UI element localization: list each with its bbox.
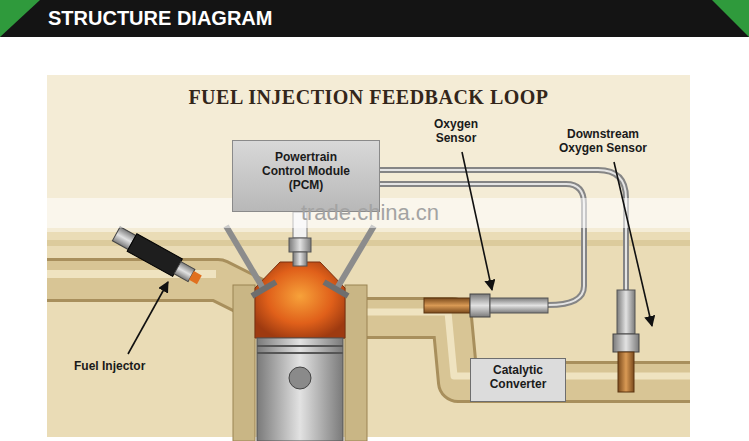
converter-box: Catalytic Converter — [470, 358, 566, 402]
piston-pin — [289, 367, 311, 389]
injector-body — [127, 234, 182, 277]
intake-outline — [47, 280, 258, 300]
header-title: STRUCTURE DIAGRAM — [48, 7, 368, 30]
valve-head — [252, 282, 276, 296]
intake-port — [47, 280, 258, 300]
combustion-chamber — [255, 262, 345, 338]
sensor-body — [617, 290, 635, 334]
exhaust-valve — [336, 226, 374, 290]
sensor-hex — [470, 294, 490, 317]
diagram-title: FUEL INJECTION FEEDBACK LOOP — [47, 86, 690, 109]
header-corner — [0, 0, 40, 37]
fuel-injector-symbol — [111, 225, 204, 289]
leader-line — [614, 162, 652, 326]
header-bar — [0, 0, 749, 37]
piston-ring — [257, 352, 343, 354]
cylinder-wall — [233, 285, 255, 441]
sensor-wire — [380, 170, 626, 292]
spark-plug-hex — [289, 238, 311, 252]
sensor-body — [490, 298, 548, 313]
part-label: Downstream Oxygen Sensor — [548, 128, 658, 156]
part-label: Oxygen Sensor — [425, 118, 487, 146]
part-label: Fuel Injector — [74, 360, 184, 374]
sensor-hex — [613, 334, 639, 352]
valve-head — [324, 282, 348, 296]
engine-block — [47, 232, 690, 437]
sensor-thread — [424, 298, 470, 313]
injector-tip — [189, 271, 202, 284]
spark-plug-thread — [293, 252, 307, 266]
panel — [47, 75, 690, 437]
cylinder-wall — [345, 285, 367, 441]
node-label: Powertrain Control Module (PCM) — [254, 151, 358, 192]
leader-line — [462, 152, 492, 290]
header-corner — [712, 0, 749, 37]
watermark-band — [47, 198, 690, 228]
leader-line — [128, 282, 168, 354]
piston — [257, 338, 343, 441]
watermark: trade.china.cn — [270, 200, 470, 225]
intake-valve — [226, 226, 264, 290]
piston-ring — [257, 345, 343, 347]
sensor-wire-highlight — [380, 170, 626, 292]
sensor-thread — [618, 352, 634, 392]
node-label: Catalytic Converter — [478, 364, 558, 392]
